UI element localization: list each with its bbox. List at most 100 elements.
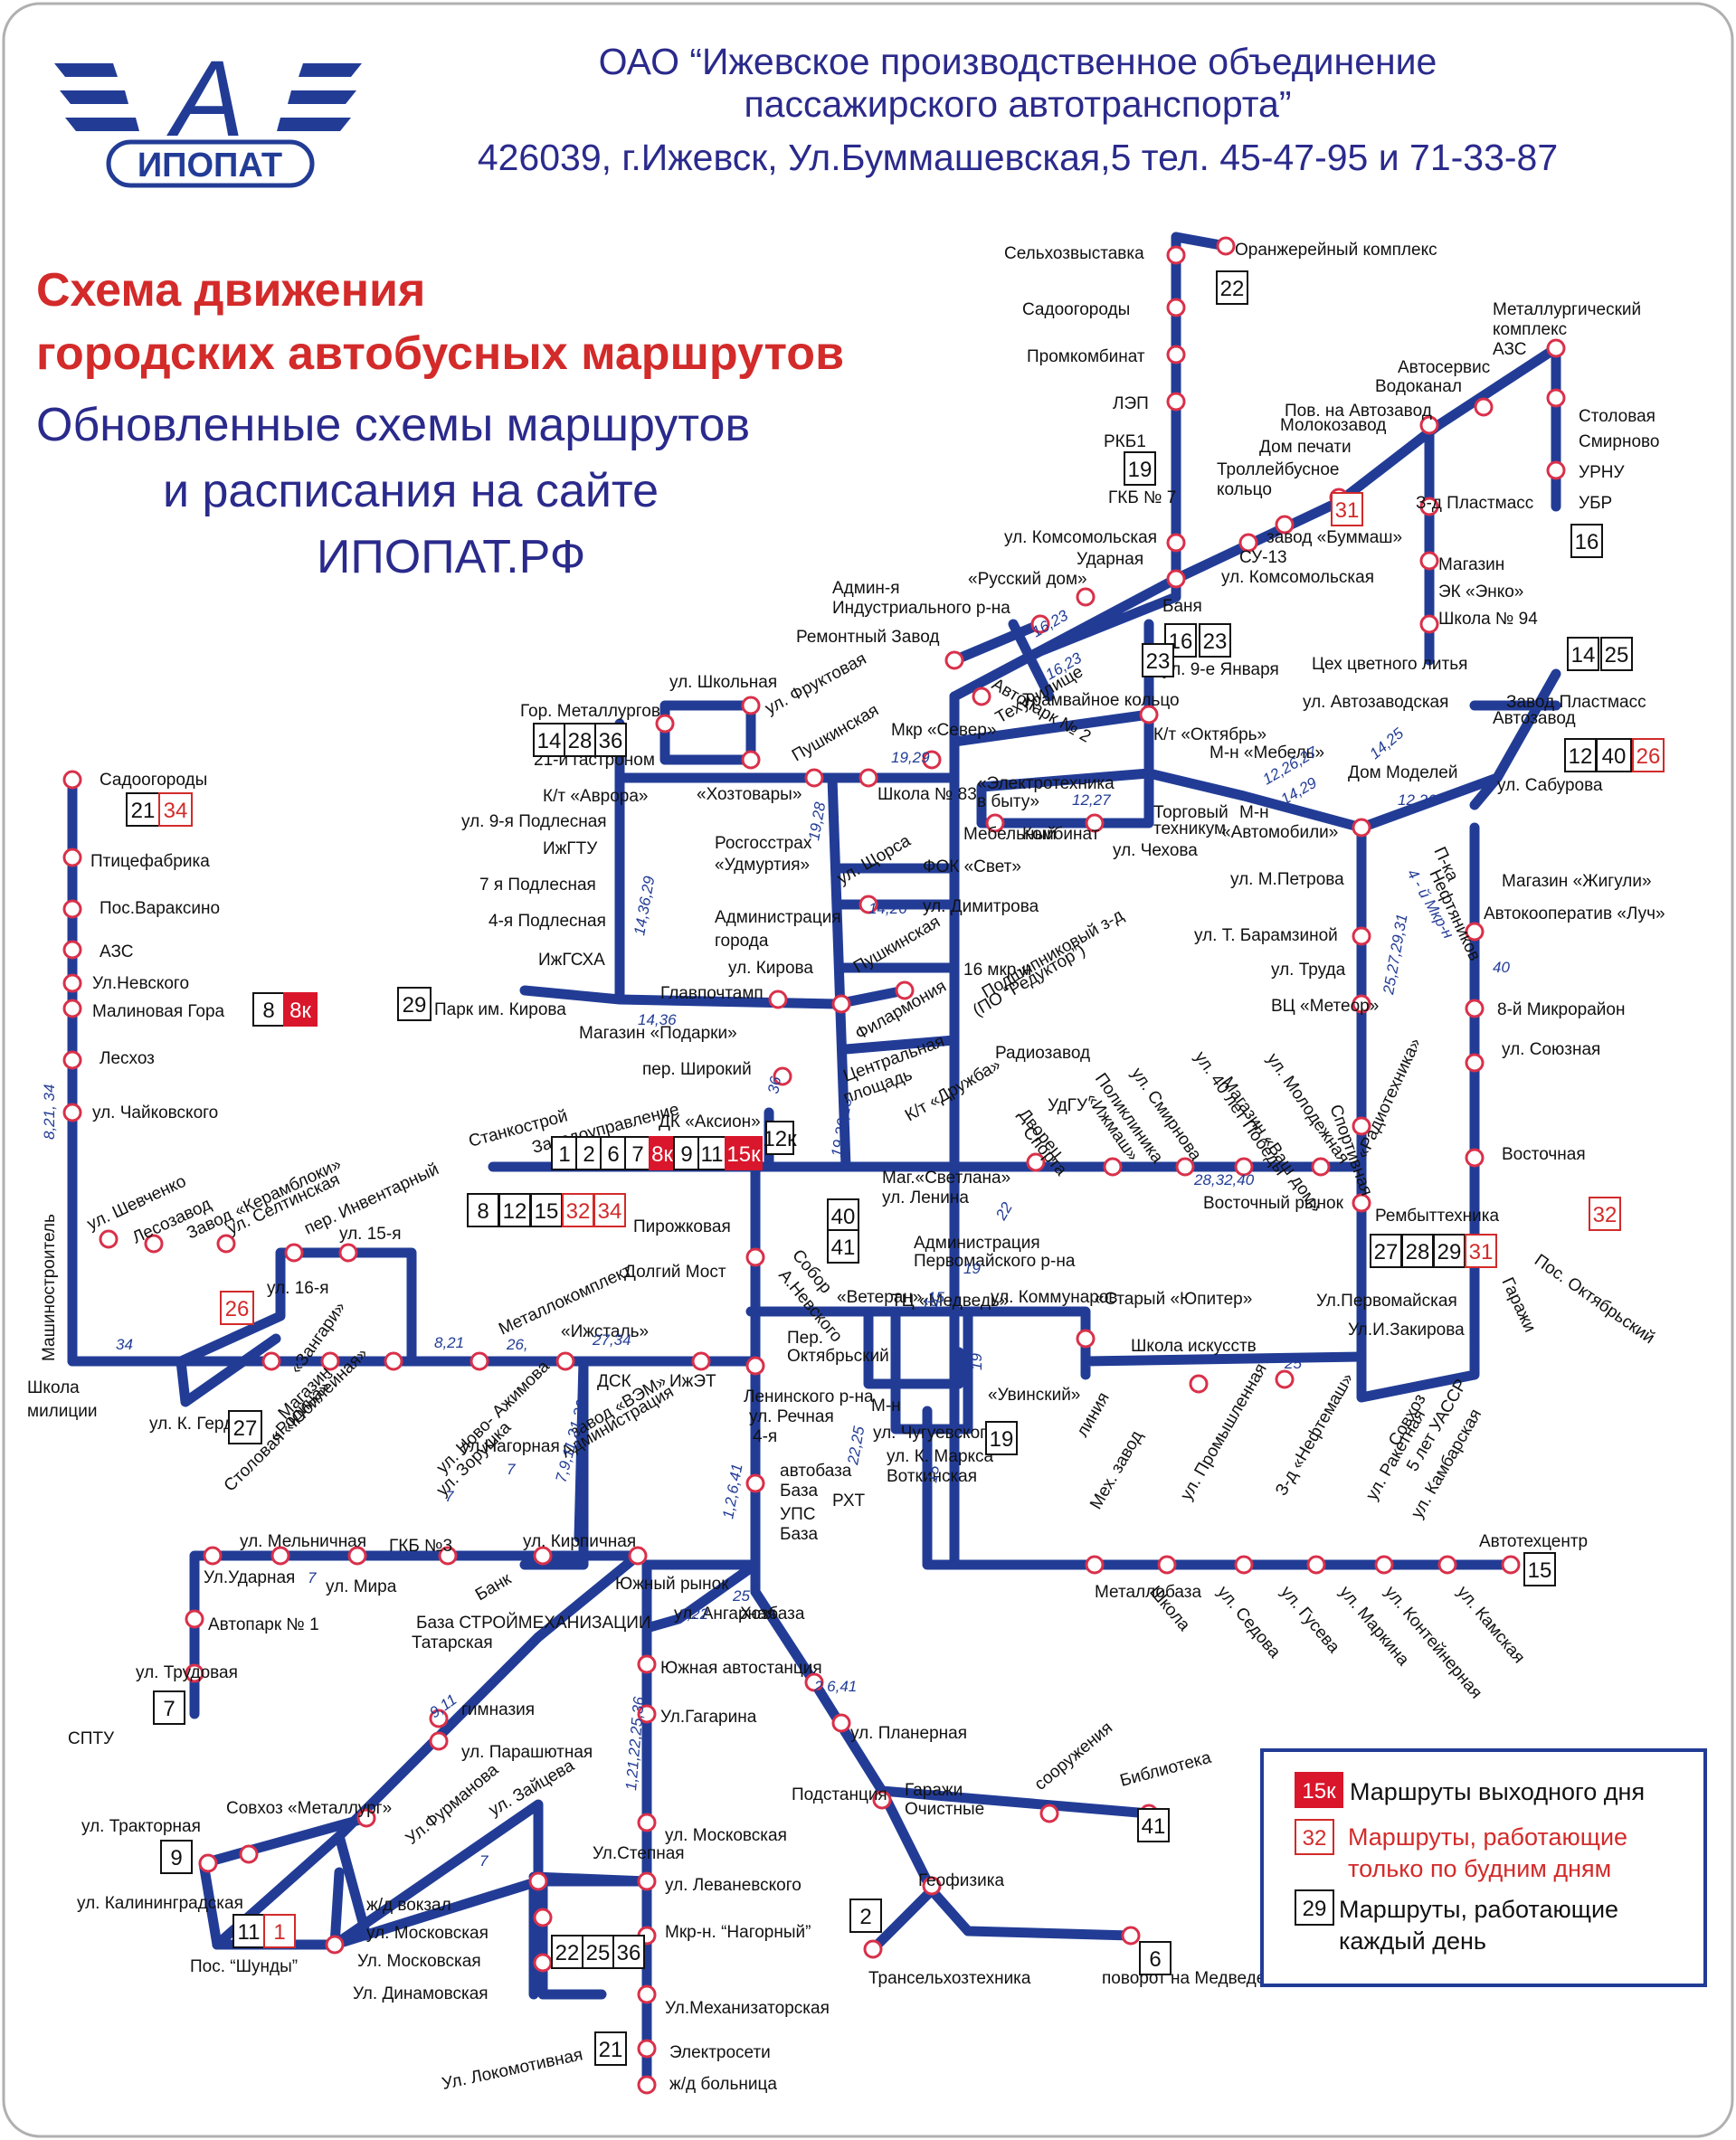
stop-label: ДК «Аксион»	[659, 1113, 761, 1132]
stop-label: Комбинат	[1022, 825, 1100, 844]
route-number-label: 7	[308, 1569, 317, 1586]
company-address: 426039, г.Ижевск, Ул.Буммашевская,5 тел.…	[478, 137, 1558, 178]
stop-label: ж/д вокзал	[366, 1896, 451, 1915]
stop-label: ул. Сабурова	[1497, 776, 1603, 795]
stop-label: АЗС	[1493, 340, 1526, 359]
stop-label: Птицефабрика	[90, 852, 210, 871]
route-badge-box	[1137, 1808, 1170, 1842]
stop-label: ул. Мельничная	[240, 1532, 366, 1551]
route-number-label: 36	[764, 1075, 784, 1094]
route-badge: 8	[262, 999, 274, 1023]
route-badge: 7	[631, 1142, 643, 1167]
route-badge-box	[551, 1136, 578, 1170]
stop-label: «Ветеран»	[837, 1288, 922, 1307]
route-badge: 32	[566, 1199, 591, 1224]
stop-label: завод «Буммаш»	[1266, 528, 1402, 547]
legend-weekdays-text2: только по будним дням	[1348, 1855, 1611, 1882]
stop-label: Мкр-н. “Нагорный”	[665, 1923, 811, 1942]
stop-label: Восточный рынок	[1203, 1194, 1344, 1213]
route-badge: 6	[1149, 1947, 1161, 1972]
stop-label: Гаражи	[905, 1781, 963, 1800]
stop-label: М-н	[871, 1397, 901, 1416]
stop-label: Малиновая Гора	[92, 1002, 225, 1021]
stop-label: комплекс	[1493, 320, 1567, 339]
legend-weekend-badge: 15к	[1302, 1779, 1336, 1804]
stop-label: Баня	[1162, 597, 1202, 616]
stop-label: Подстанция	[792, 1785, 887, 1804]
route-badge-box	[985, 1421, 1018, 1455]
route-badge-box	[612, 1935, 645, 1969]
route-badge: 34	[164, 799, 188, 823]
route-badge: 21	[131, 799, 156, 823]
route-badge: 8к	[289, 999, 311, 1023]
stop-label: ул. Речная	[749, 1407, 834, 1426]
stop-label: ВЦ «Метеор»	[1271, 997, 1379, 1016]
stop-label: ЛЭП	[1113, 394, 1149, 413]
route-number-label: 34	[116, 1336, 133, 1353]
map-title-line2: городских автобусных маршрутов	[36, 327, 844, 380]
route-badge: 14	[537, 729, 562, 753]
stop-label: 4-я	[753, 1427, 777, 1446]
stop-label: ул. Комсомольская	[1221, 568, 1374, 587]
route-badge: 11	[701, 1142, 724, 1167]
route-badge: 19	[1128, 458, 1153, 482]
stop-label: Восточная	[1502, 1145, 1586, 1164]
route-badge: 14	[1571, 643, 1596, 668]
stop-label: СПТУ	[68, 1729, 115, 1748]
stop-label: Маг.«Светлана»	[882, 1169, 1010, 1188]
stop-label: Индустриального р-на	[832, 599, 1010, 618]
route-badge-box	[725, 1136, 763, 1170]
stop-label: Росгосстрах	[715, 834, 812, 853]
stop-label: Молокозавод	[1280, 416, 1386, 435]
stop-label: Мебельный	[963, 825, 1057, 844]
route-badge: 29	[1437, 1240, 1462, 1264]
stop-label: Геофизика	[918, 1871, 1004, 1890]
stop-label: Ул.Невского	[92, 974, 189, 993]
stop-label: автобаза	[780, 1462, 852, 1481]
company-name-line1: ОАО “Ижевское производственное объединен…	[599, 41, 1437, 82]
route-badge: 26	[225, 1297, 250, 1321]
map-title-line1: Схема движения	[36, 264, 425, 317]
stop-label: «Старый «Юпитер»	[1095, 1290, 1252, 1309]
route-badge-box	[160, 1840, 193, 1874]
stop-label: РКБ1	[1104, 432, 1146, 451]
stop-label: ул. Чугуевского	[873, 1424, 995, 1443]
stop-label: ж/д больница	[669, 2075, 777, 2094]
subtitle-line1: Обновленные схемы маршрутов	[36, 399, 750, 451]
route-badge: 8	[477, 1199, 489, 1224]
stop-label: База СТРОЙМЕХАНИЗАЦИИ	[416, 1613, 651, 1633]
stop-label: Ул.Первомайская	[1316, 1292, 1457, 1311]
stop-label: ИжГТУ	[543, 839, 598, 858]
stop-label: Ул. Динамовская	[353, 1984, 489, 2003]
route-badge: 7	[163, 1697, 175, 1721]
route-badge-box	[849, 1899, 882, 1933]
legend-daily-badge-box	[1295, 1889, 1334, 1926]
stop-label: ул. Мира	[326, 1577, 397, 1596]
stop-label: РХТ	[832, 1491, 865, 1510]
route-number-label: 2,6,41	[813, 1678, 857, 1695]
stop-label: Южная автостанция	[660, 1659, 822, 1678]
route-badge: 1	[273, 1920, 285, 1945]
stop-label: УРНУ	[1579, 463, 1625, 482]
logo-name: ИПОПАТ	[138, 147, 282, 185]
route-badge: 16	[1575, 530, 1599, 554]
stop-label: «Хозтовары»	[697, 785, 802, 804]
stop-label: «Электротехника	[977, 774, 1115, 793]
stop-label: Завод Пластмасс	[1506, 693, 1646, 712]
stop-label: Машиностроитель	[40, 1214, 59, 1361]
stop-label: ИжЭТ	[669, 1372, 716, 1391]
route-badge-box	[1523, 1552, 1556, 1586]
stop-label: ул. Чехова	[1113, 841, 1198, 860]
stop-label: Электросети	[669, 2043, 771, 2062]
route-badge-box	[1142, 643, 1174, 677]
stop-label: УБР	[1579, 494, 1612, 513]
stop-label: ДСК	[597, 1372, 631, 1391]
route-badge-box	[1139, 1941, 1172, 1975]
route-badge: 41	[831, 1236, 856, 1260]
route-badge: 28	[568, 729, 593, 753]
stop-label: ул. Труда	[1271, 961, 1346, 980]
route-badge: 29	[403, 993, 427, 1018]
route-badge-box	[530, 1193, 563, 1227]
